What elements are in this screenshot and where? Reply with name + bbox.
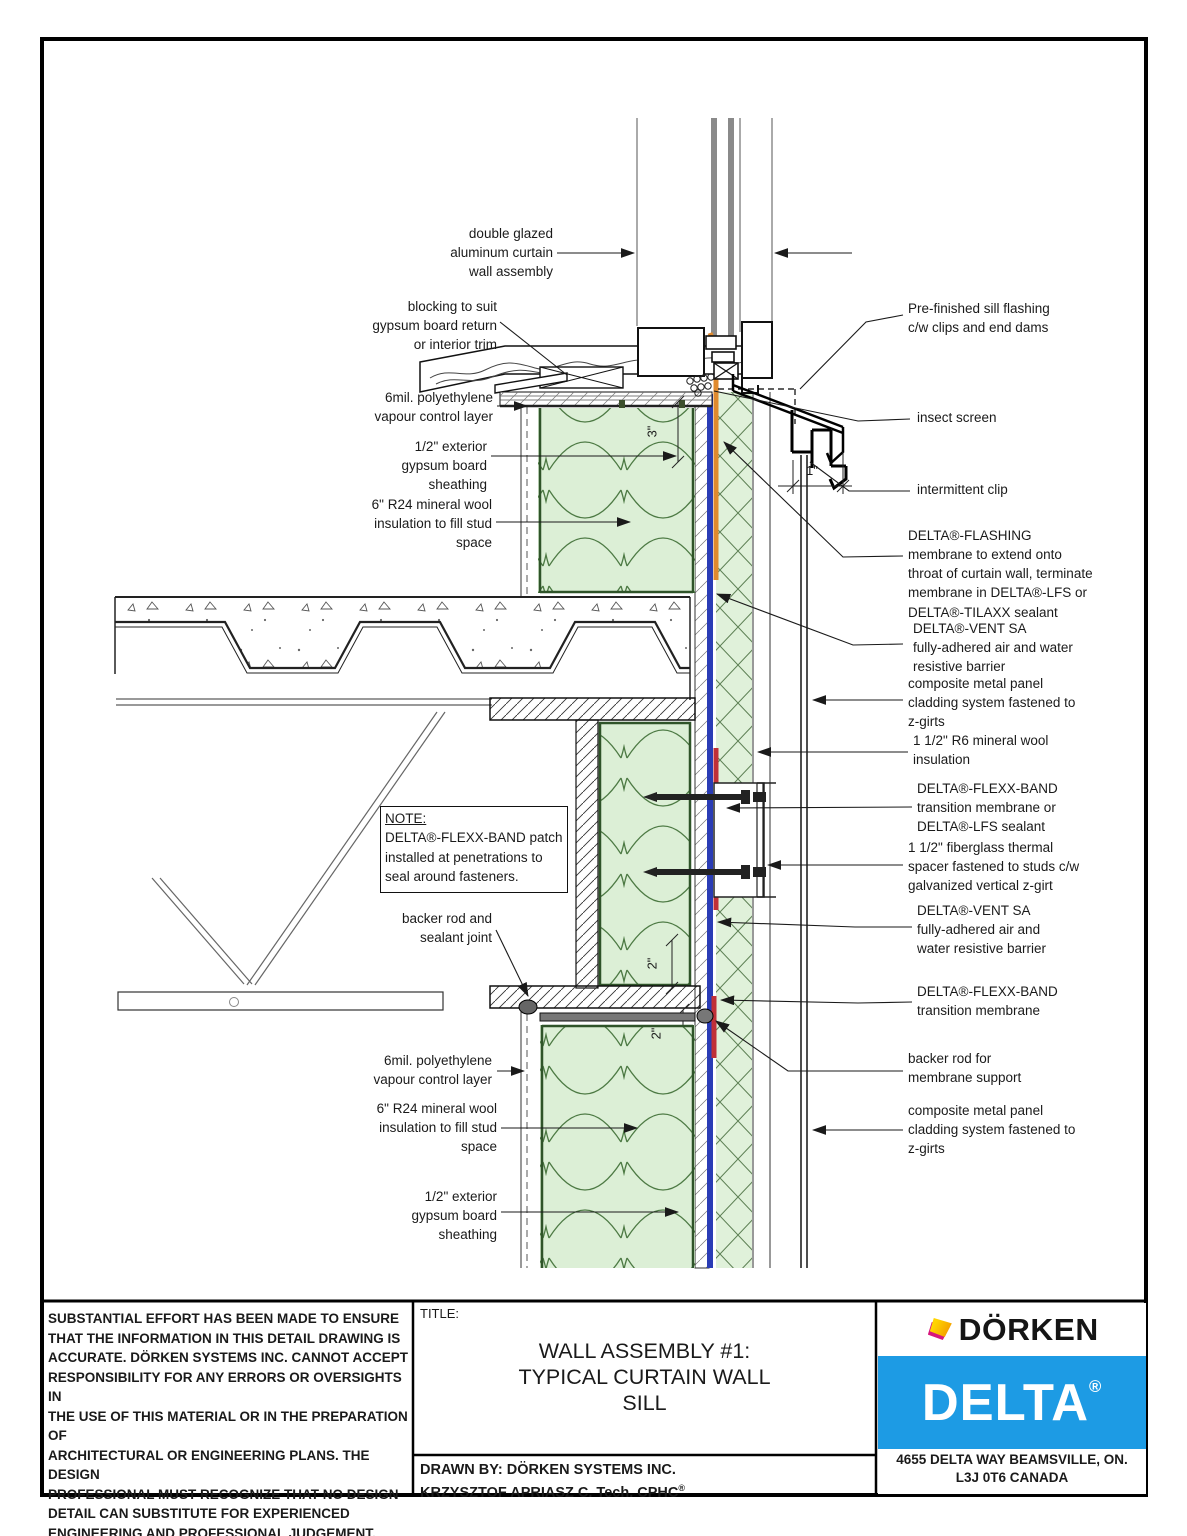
label-panel-top: composite metal panel cladding system fa… <box>908 676 1076 730</box>
label-sheathing-top: 1/2" exterior gypsum board sheathing <box>401 439 487 493</box>
drawn-by-reg: ® <box>678 1483 685 1493</box>
label-backer-rod: backer rod for membrane support <box>908 1051 1022 1086</box>
label-vapour-top: 6mil. polyethylene vapour control layer <box>374 390 493 425</box>
disclaimer-text: SUBSTANTIAL EFFORT HAS BEEN MADE TO ENSU… <box>48 1311 409 1536</box>
dim-2in-upper-text: 2" <box>644 957 660 970</box>
label-double-glazed: double glazed aluminum curtain wall asse… <box>450 226 553 280</box>
label-insect-screen: insect screen <box>917 410 997 425</box>
fastener-row-2 <box>643 865 766 879</box>
stud-insulation-top <box>538 408 695 594</box>
curtain-wall-sill-frame <box>637 321 773 394</box>
floor-slab <box>114 596 691 706</box>
brand-cell: DÖRKEN DELTA® 4655 DELTA WAY BEAMSVILLE,… <box>878 1303 1146 1494</box>
delta-band: DELTA® <box>878 1356 1146 1449</box>
label-sheathing-bottom: 1/2" exterior gypsum board sheathing <box>411 1189 497 1243</box>
suspended-ceiling <box>117 991 444 1011</box>
drawing-title: WALL ASSEMBLY #1: TYPICAL CURTAIN WALL S… <box>518 1339 771 1415</box>
backer-rod-left <box>518 999 538 1015</box>
label-intermittent-clip: intermittent clip <box>917 482 1008 497</box>
curtain-wall-glazing <box>557 118 852 340</box>
title-label: TITLE: <box>420 1306 460 1321</box>
label-delta-vent-mid: DELTA®-VENT SA fully-adhered air and wat… <box>917 903 1047 957</box>
leader-lines <box>491 314 913 1217</box>
label-delta-flashing: DELTA®-FLASHING membrane to extend onto … <box>908 528 1093 620</box>
drawn-by: DRAWN BY: DÖRKEN SYSTEMS INC. KRZYSZTOF … <box>420 1461 685 1502</box>
dorken-logo: DÖRKEN <box>878 1303 1146 1356</box>
steel-joist <box>151 711 446 986</box>
label-r6-wool: 1 1/2" R6 mineral wool insulation <box>913 733 1049 768</box>
fastener-row-1 <box>643 790 766 804</box>
delta-flexx-band-low <box>711 996 717 1058</box>
label-flexx-low: DELTA®-FLEXX-BAND transition membrane <box>917 984 1058 1019</box>
label-sill-flashing: Pre-finished sill flashing c/w clips and… <box>908 301 1050 336</box>
backer-rod-right <box>696 1008 714 1024</box>
label-thermal-spacer: 1 1/2" fiberglass thermal spacer fastene… <box>908 840 1080 894</box>
sheet-border <box>40 37 1148 1497</box>
delta-vent-sa-membrane <box>707 394 713 1268</box>
insect-screen <box>686 373 715 397</box>
label-backer-sealant: backer rod and sealant joint <box>401 911 492 946</box>
spandrel-zone <box>489 697 701 1009</box>
intermittent-clip <box>790 410 848 491</box>
drawn-by-line1: DRAWN BY: DÖRKEN SYSTEMS INC. <box>420 1462 676 1478</box>
label-r24-bottom: 6" R24 mineral wool insulation to fill s… <box>376 1101 497 1155</box>
thermal-spacer-bracket <box>643 782 776 898</box>
interior-finish-top <box>520 392 528 597</box>
label-panel-bottom: composite metal panel cladding system fa… <box>908 1103 1076 1157</box>
dim-3in-text: 3" <box>644 425 660 438</box>
note-box: NOTE: DELTA®-FLEXX-BAND patch installed … <box>380 806 568 893</box>
note-body: DELTA®-FLEXX-BAND patch installed at pen… <box>385 830 563 885</box>
dorken-mark-icon <box>927 1318 953 1341</box>
label-delta-vent-top: DELTA®-VENT SA fully-adhered air and wat… <box>913 621 1073 675</box>
note-heading: NOTE: <box>385 811 427 826</box>
delta-wordmark: DELTA® <box>921 1373 1103 1432</box>
label-r24-top: 6" R24 mineral wool insulation to fill s… <box>371 497 492 551</box>
label-vapour-bottom: 6mil. polyethylene vapour control layer <box>373 1053 492 1088</box>
wall-lower <box>518 999 714 1268</box>
sill-flashing <box>718 374 845 466</box>
label-blocking: blocking to suit gypsum board return or … <box>372 299 497 353</box>
dim-2in-lower-text: 2" <box>648 1027 664 1040</box>
brand-address: 4655 DELTA WAY BEAMSVILLE, ON. L3J 0T6 C… <box>896 1452 1128 1485</box>
dim-1in-text: 1" <box>806 463 818 478</box>
dim-3in <box>671 395 685 469</box>
label-flexx-mid: DELTA®-FLEXX-BAND transition membrane or… <box>917 781 1058 835</box>
delta-flashing-membrane <box>713 348 719 580</box>
drawn-by-line2: KRZYSZTOF APRIASZ C. Tech. CPHC <box>420 1484 679 1501</box>
dorken-wordmark: DÖRKEN <box>958 1311 1099 1347</box>
